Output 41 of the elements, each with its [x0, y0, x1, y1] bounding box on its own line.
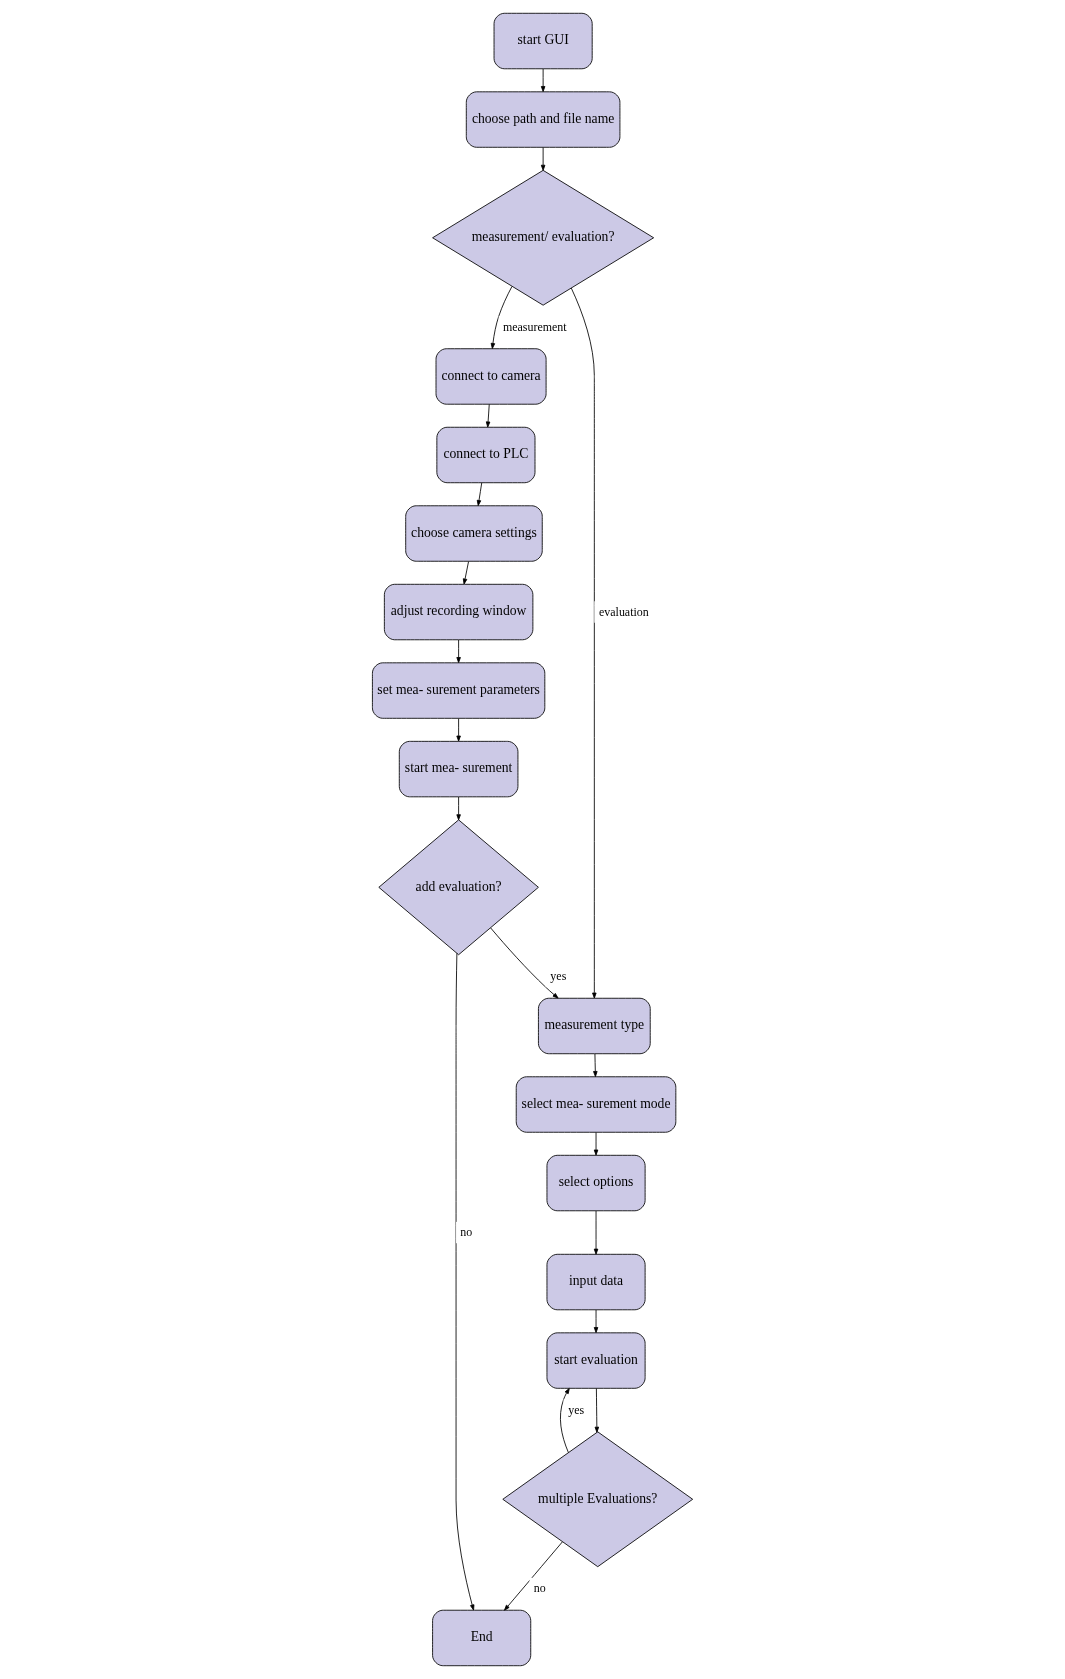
arrow: [476, 482, 483, 506]
node-diamond: add evaluation?: [378, 819, 539, 956]
node-diamond: measurement/ evaluation?: [432, 169, 655, 306]
arrow: [593, 1210, 599, 1255]
edge-label: measurement: [503, 319, 567, 334]
node-box: input data: [546, 1253, 646, 1311]
node-box: select options: [546, 1154, 646, 1212]
arrow: [560, 1387, 570, 1453]
node-box: select mea- surement mode: [515, 1076, 677, 1133]
arrow: [593, 1053, 598, 1077]
edge-label: no: [533, 1581, 546, 1596]
arrow: [456, 796, 461, 821]
node-box: start evaluation: [546, 1332, 646, 1389]
arrow: [456, 639, 461, 664]
arrow: [456, 718, 461, 742]
edge-label: evaluation: [599, 604, 649, 619]
arrow: [570, 287, 597, 999]
node-box: measurement type: [538, 997, 651, 1055]
node-box: choose camera settings: [405, 505, 543, 562]
arrow: [490, 286, 513, 349]
node-box: End: [432, 1609, 532, 1667]
node-box: set mea- surement parameters: [372, 662, 546, 719]
arrow: [594, 1388, 600, 1433]
node-box: start mea- surement: [398, 740, 519, 798]
arrow: [593, 1309, 599, 1334]
arrow: [504, 1541, 563, 1611]
node-diamond: multiple Evaluations?: [502, 1431, 694, 1568]
node-box: connect to PLC: [436, 426, 536, 484]
node-box: start GUI: [493, 12, 593, 70]
edge-label: no: [460, 1225, 473, 1240]
node-box: choose path and file name: [465, 91, 621, 148]
arrow: [462, 561, 469, 585]
node-box: adjust recording window: [383, 583, 534, 641]
arrow: [593, 1132, 599, 1156]
arrow: [490, 927, 559, 999]
node-box: connect to camera: [435, 348, 547, 405]
arrow: [540, 68, 546, 93]
edge-label: yes: [568, 1402, 585, 1417]
arrow: [485, 403, 491, 428]
edge-label: yes: [550, 969, 567, 984]
arrow: [540, 147, 546, 171]
